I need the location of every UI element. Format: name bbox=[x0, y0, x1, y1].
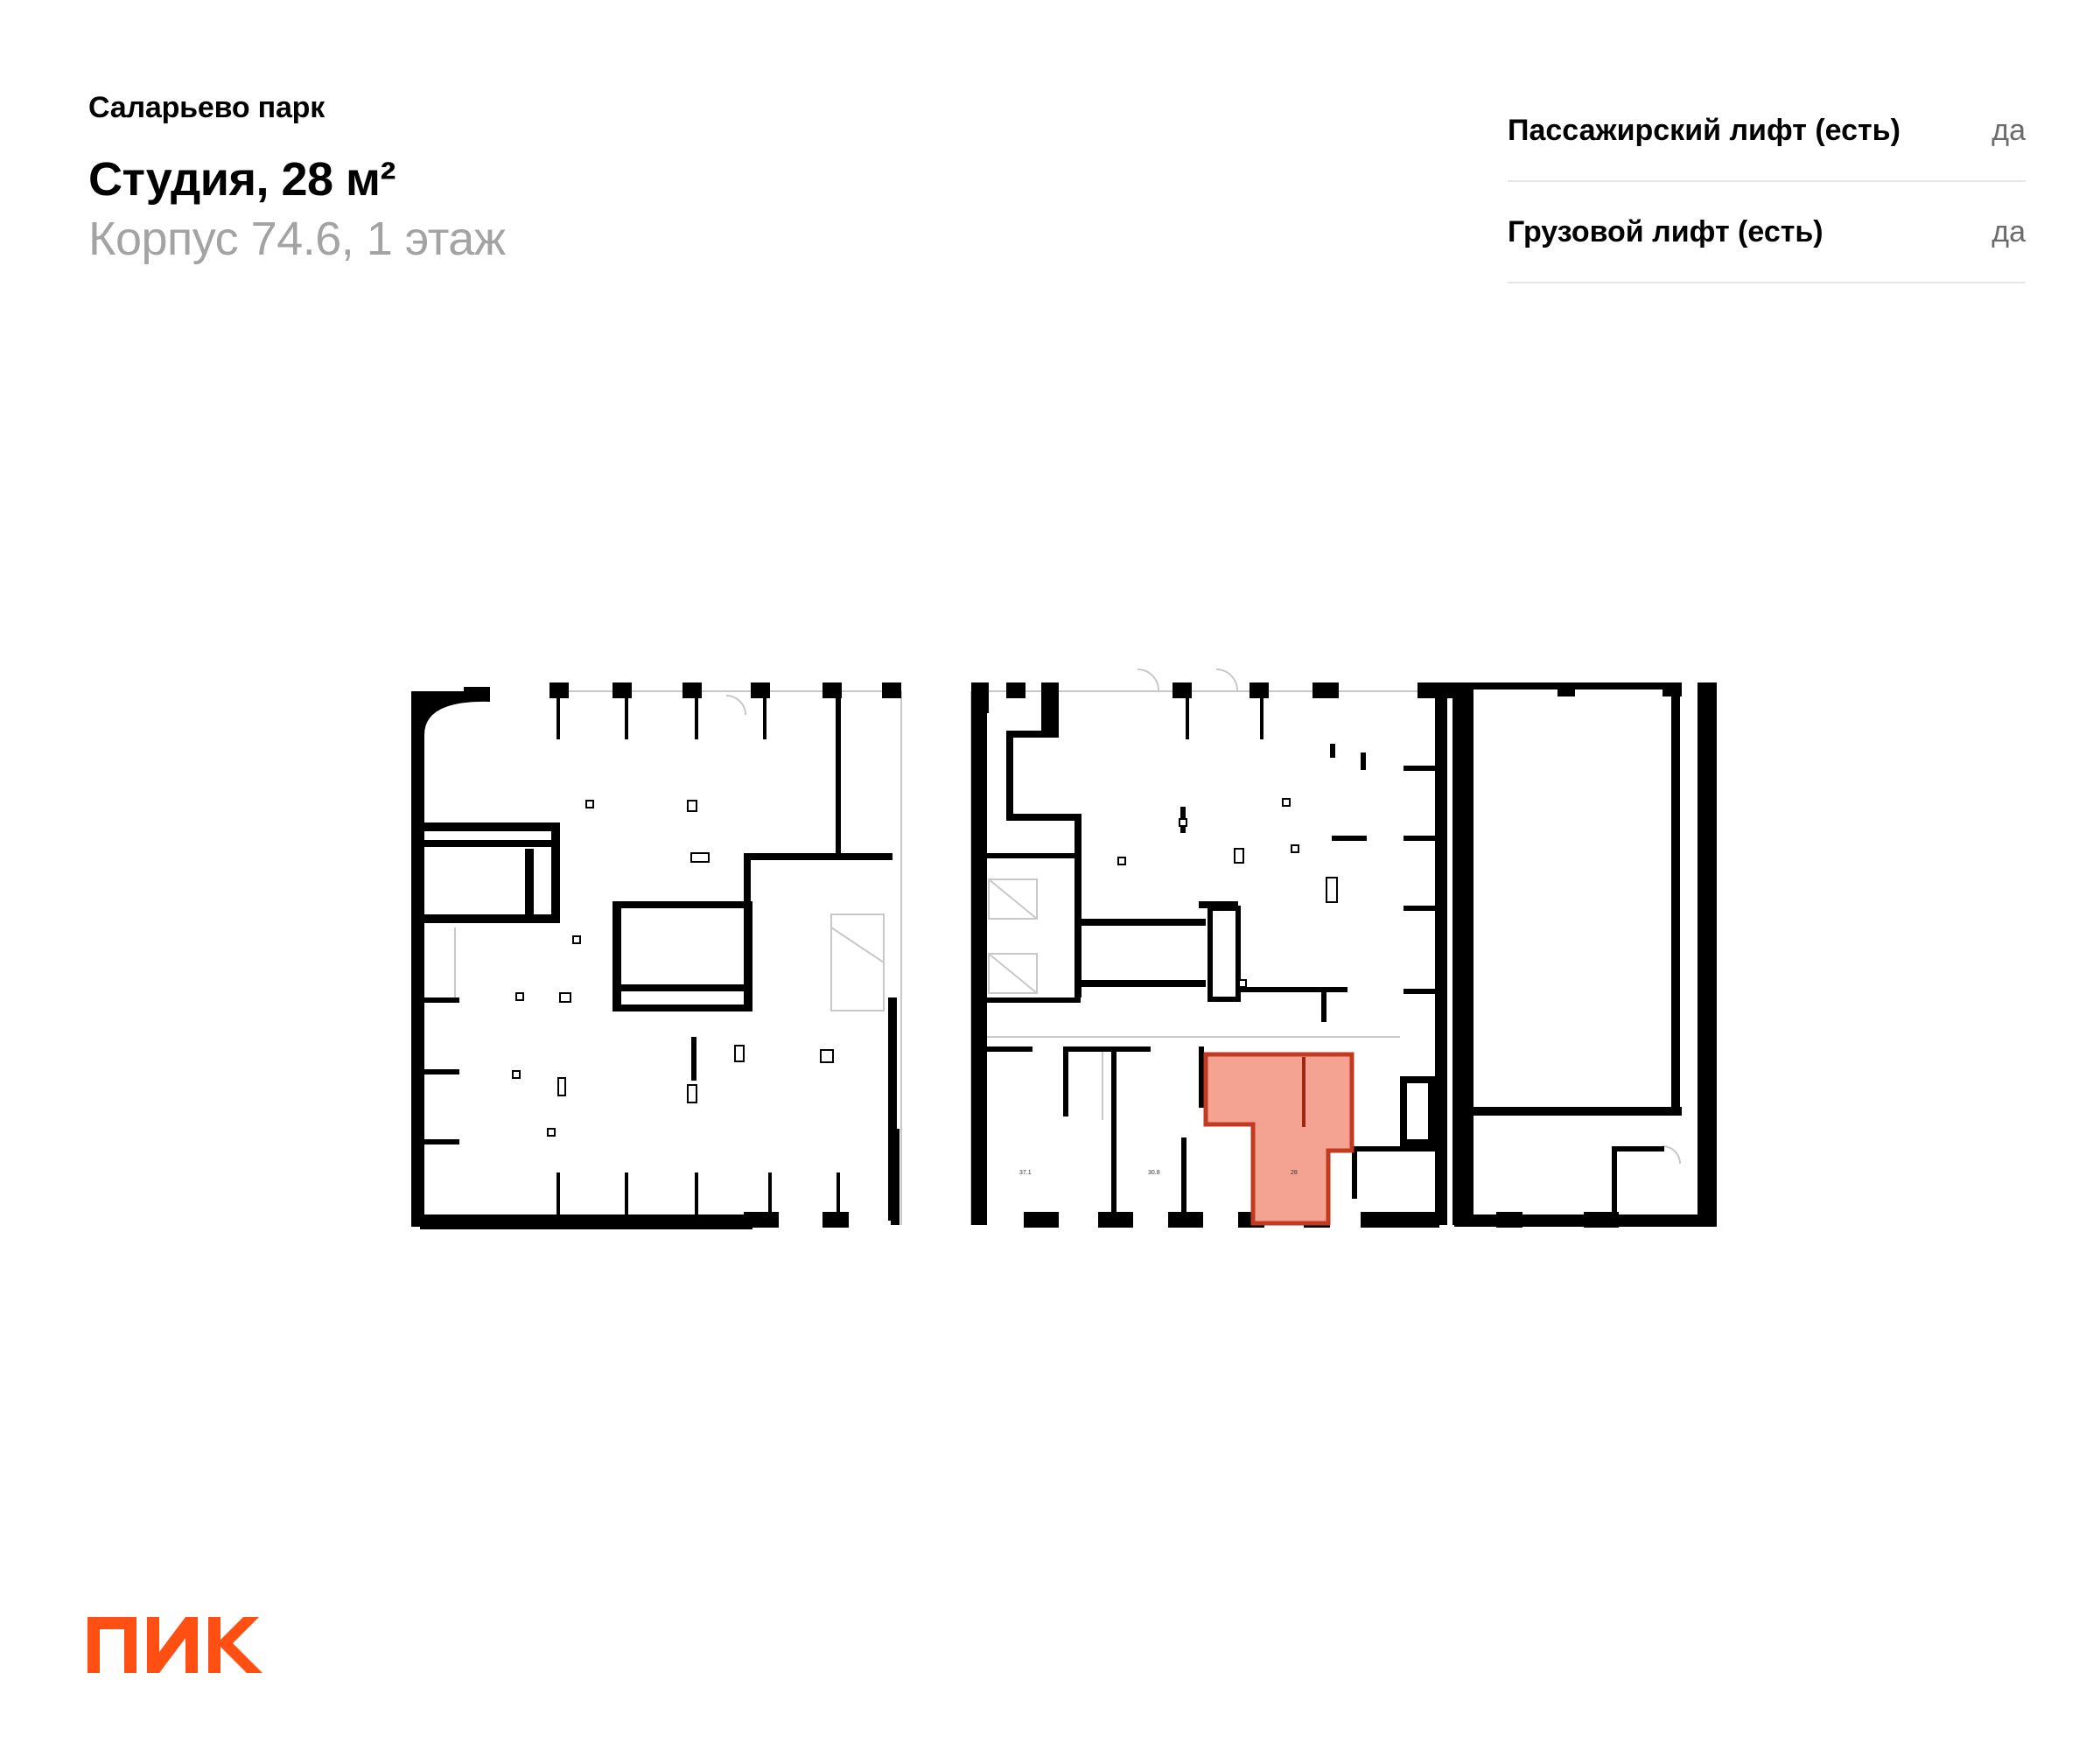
room-label: 30.8 bbox=[1148, 1170, 1160, 1176]
room-label: 37.1 bbox=[1019, 1170, 1032, 1176]
feature-passenger-lift: Пассажирский лифт (есть) да bbox=[1508, 80, 2026, 182]
plan-walls bbox=[411, 682, 1717, 1229]
features-list: Пассажирский лифт (есть) да Грузовой лиф… bbox=[1508, 80, 2026, 284]
feature-value: да bbox=[1992, 113, 2026, 147]
selected-apartment bbox=[1203, 1052, 1354, 1226]
feature-label: Пассажирский лифт (есть) bbox=[1508, 113, 1900, 147]
apartment-title: Студия, 28 м² bbox=[88, 153, 396, 206]
floor-plan: 37.1 30.8 28 bbox=[411, 668, 1717, 1229]
studio-inner-wall bbox=[1302, 1057, 1306, 1127]
room-label: 28 bbox=[1291, 1170, 1298, 1176]
feature-label: Грузовой лифт (есть) bbox=[1508, 214, 1824, 248]
pik-logo bbox=[88, 1617, 262, 1673]
plan-fixtures bbox=[512, 798, 1338, 1137]
plan-thin-lines bbox=[454, 668, 1681, 1225]
project-name: Саларьево парк bbox=[88, 91, 326, 124]
building-floor-subtitle: Корпус 74.6, 1 этаж bbox=[88, 213, 506, 265]
feature-value: да bbox=[1992, 214, 2026, 248]
feature-freight-lift: Грузовой лифт (есть) да bbox=[1508, 182, 2026, 284]
